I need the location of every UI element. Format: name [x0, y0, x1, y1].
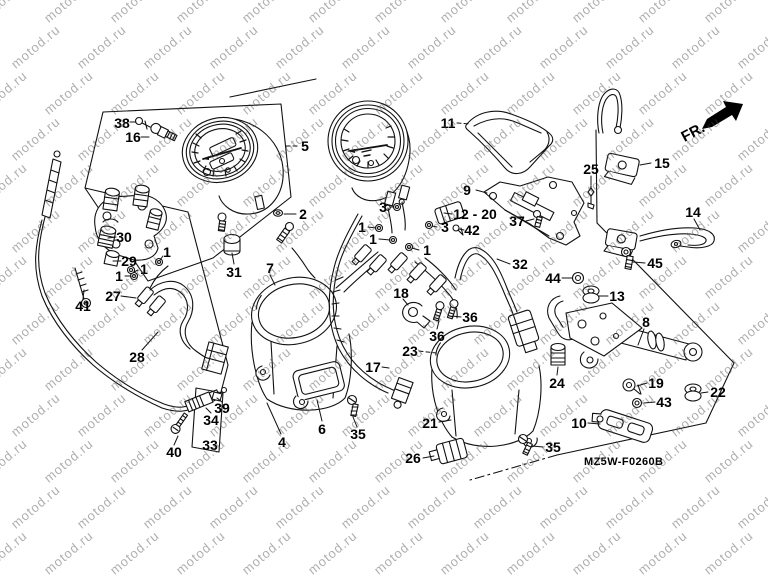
grommet-22: [684, 383, 702, 402]
part-callout-18: 18: [393, 285, 409, 301]
part-code: MZ5W-F0260B: [584, 456, 664, 468]
part-callout-39: 39: [214, 400, 230, 416]
part-callout-4: 4: [278, 434, 286, 450]
part-callout-14: 14: [685, 204, 701, 220]
part-callout-29: 29: [121, 253, 137, 269]
part-callout-1: 1: [140, 261, 148, 277]
part-callout-2: 2: [299, 206, 307, 222]
meter-case-lower-right: [429, 325, 542, 448]
part-callout-22: 22: [710, 384, 726, 400]
fr-arrow: [702, 101, 743, 129]
meter-stay-assembly: [94, 184, 167, 281]
tachometer-gauge: [327, 100, 411, 211]
part-callout-16: 16: [125, 129, 141, 145]
bolt-19: [622, 378, 642, 395]
part-callout-15: 15: [654, 155, 670, 171]
bolt-2: [272, 209, 316, 279]
bolt-37: [532, 209, 543, 228]
part-callout-1: 1: [358, 219, 366, 235]
cover-11: [465, 110, 554, 175]
part-callout-33: 33: [202, 437, 218, 453]
part-callout-44: 44: [545, 270, 561, 286]
part-callout-24: 24: [549, 375, 565, 391]
cap-31: [223, 233, 241, 256]
part-callout-11: 11: [440, 115, 456, 131]
part-callout-30: 30: [116, 229, 132, 245]
meter-case-lower-left: [250, 276, 352, 411]
screw-38: [134, 116, 151, 130]
part-callout-19: 19: [648, 375, 664, 391]
part-callout-31: 31: [226, 264, 242, 280]
pin-25: [587, 185, 595, 210]
part-callout-1: 1: [423, 242, 431, 258]
part-callout-43: 43: [656, 394, 672, 410]
part-callout-17: 17: [365, 359, 381, 375]
part-callout-42: 42: [464, 222, 480, 238]
part-callout-10: 10: [571, 415, 587, 431]
part-callout-3: 3: [379, 199, 387, 215]
bolt-41: [74, 267, 92, 309]
grommet-13: [582, 285, 600, 304]
clamp-18: [402, 301, 431, 329]
part-callout-1: 1: [115, 268, 123, 284]
nut-43: [631, 397, 643, 409]
part-callout-8: 8: [642, 314, 650, 330]
part-callout-32: 32: [512, 256, 528, 272]
part-callout-41: 41: [75, 298, 91, 314]
damper-24: [550, 342, 566, 366]
bolts-36: [432, 299, 459, 322]
damper-30: [96, 225, 117, 249]
part-callout-9: 9: [463, 182, 471, 198]
bolt-45: [620, 246, 634, 270]
bracket-arm-8: [547, 295, 703, 369]
part-callout-36: 36: [429, 328, 445, 344]
part-callout-34: 34: [203, 412, 219, 428]
part-callout-37: 37: [509, 213, 525, 229]
sub-harness-28: [134, 265, 229, 375]
screw-35-left: [346, 394, 359, 418]
part-callout-1: 1: [163, 244, 171, 260]
part-callout-26: 26: [405, 450, 421, 466]
part-callout-36: 36: [462, 309, 478, 325]
part-callout-40: 40: [166, 444, 182, 460]
part-callout-12-20: 12 - 20: [453, 206, 497, 222]
speedometer-cable: [35, 150, 196, 412]
bushing-29: [103, 250, 120, 267]
clamp-15: [597, 88, 640, 185]
bullet-connectors: [351, 202, 447, 296]
part-callout-28: 28: [129, 349, 145, 365]
sensor-bolt-16: [150, 122, 178, 142]
speedometer-gauge: [181, 117, 284, 232]
cable-17: [328, 213, 414, 409]
part-callout-13: 13: [609, 288, 625, 304]
part-callout-35: 35: [350, 426, 366, 442]
part-callout-38: 38: [114, 115, 130, 131]
part-callout-3: 3: [441, 219, 449, 235]
bracket-9: [483, 176, 585, 246]
part-callout-21: 21: [422, 415, 438, 431]
part-callout-1: 1: [369, 231, 377, 247]
part-callout-35: 35: [545, 439, 561, 455]
part-callout-6: 6: [318, 421, 326, 437]
screw-35-right: [517, 433, 533, 456]
leader-lines: [82, 121, 709, 459]
part-callout-23: 23: [402, 343, 418, 359]
part-callout-7: 7: [266, 260, 274, 276]
bracket-10: [591, 409, 654, 443]
wire-32: [454, 247, 540, 354]
part-callout-45: 45: [647, 255, 663, 271]
part-callout-25: 25: [583, 161, 599, 177]
guide-14: [603, 227, 715, 259]
connector-12-20: [434, 201, 465, 236]
part-callout-5: 5: [301, 138, 309, 154]
part-callout-27: 27: [105, 288, 121, 304]
